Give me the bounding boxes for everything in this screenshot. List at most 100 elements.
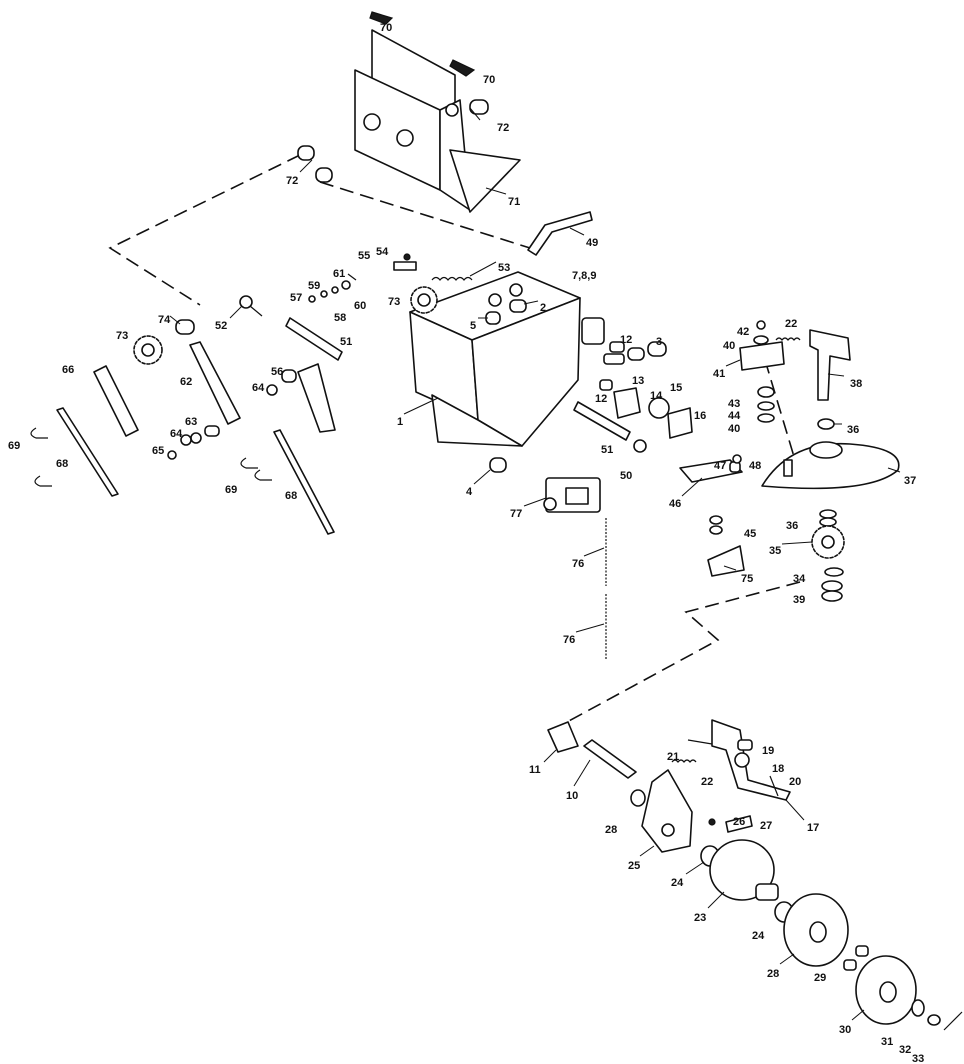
part-number-label: 66 [62,364,74,376]
part-number-label: 14 [650,390,663,402]
part-number-label: 76 [563,634,575,646]
leader [229,305,243,319]
part-59-washer [320,290,328,298]
part-23-clutch-drum [709,839,779,901]
part-number-label: 51 [340,336,352,348]
frame-front [471,297,581,447]
part-33-pin [943,1011,963,1031]
disc-cover-pin [783,459,793,477]
part-39-spring [821,580,843,592]
part-number-label: 12 [620,334,632,346]
part-62-link [189,341,241,425]
part-number-label: 34 [793,573,806,585]
leader [639,845,655,857]
part-12-pin [609,341,625,353]
part-36-washer [819,509,837,519]
leader [469,261,497,277]
part-number-label: 52 [215,320,227,332]
part-number-label: 21 [667,751,679,763]
guide-line-spindle [764,359,796,461]
leader [575,623,605,633]
part-57-washer [308,295,316,303]
part-51-lever-assembly [281,317,343,433]
leader [299,159,313,173]
part-69-clip [34,475,52,487]
part-65-nut [167,450,177,460]
part-number-label: 18 [772,763,784,775]
part-number-label: 73 [116,330,128,342]
part-number-label: 40 [723,340,735,352]
leader [485,187,507,195]
part-number-label: 41 [713,368,725,380]
bushing [297,145,315,161]
part-number-label: 36 [786,520,798,532]
bushing [315,167,333,183]
part-55-plate [393,261,417,271]
part-number-label: 48 [749,460,761,472]
disc-cover-body [761,442,900,490]
drum-shaft [755,883,779,901]
part-number-label: 10 [566,790,578,802]
part-number-label: 42 [737,326,749,338]
part-69-clip [240,457,258,469]
part-37-disc-cover [761,441,900,490]
part-20-bolt [769,775,779,797]
part-26-screw [708,818,716,826]
part-number-label: 3 [656,336,662,348]
part-14-bracket [613,387,641,419]
part-17-bracket [711,719,791,801]
part-number-label: 62 [180,376,192,388]
part-1-main-frame [409,271,605,447]
frame-hole [509,283,523,297]
part-38-spindle-bracket [809,329,851,401]
part-69-clip [30,427,48,439]
frame-boss [581,317,605,345]
part-72-bushing [297,99,489,183]
part-5-spacer [485,311,501,325]
part-68-rod [273,429,335,535]
part-number-label: 24 [752,930,765,942]
part-number-label: 63 [185,416,197,428]
part-27-key [725,815,753,833]
part-77-switch [543,477,601,513]
leader [887,467,901,473]
frame-base [431,394,523,447]
part-64-washer [190,432,202,444]
leader [543,749,557,763]
part-42-nut [756,320,766,330]
part-2-spacer [509,299,527,313]
part-64-washer [266,384,278,396]
housing-hole [661,823,675,837]
part-number-label: 74 [158,314,171,326]
part-number-label: 54 [376,246,389,258]
part-13-spring [603,353,625,365]
part-50-eye [633,439,647,453]
part-number-label: 24 [671,877,684,889]
part-43-bushing [757,386,775,398]
part-28-pulley [783,893,849,967]
part-number-label: 73 [388,296,400,308]
spindle-bracket-body [809,329,851,401]
part-number-label: 65 [152,445,164,457]
eye [239,295,253,309]
part-number-label: 70 [483,74,495,86]
part-73-sprocket [133,286,438,365]
guide-line-top [319,181,531,249]
part-25-housing [641,769,693,853]
part-34-washer [824,567,844,577]
pulley-hub [809,921,827,943]
part-69-clip [254,469,272,481]
part-11-coupling [547,721,579,753]
part-61-pin [347,273,357,281]
part-number-label: 37 [904,475,916,487]
part-number-label: 5 [470,320,476,332]
leader [779,953,795,965]
frame-hole [488,293,502,307]
part-49-bracket [527,211,593,256]
part-number-label: 4 [466,486,473,498]
part-29-key [855,945,869,957]
part-number-label: 71 [508,196,520,208]
part-number-label: 35 [769,545,781,557]
chute-bolt-hole [445,103,459,117]
